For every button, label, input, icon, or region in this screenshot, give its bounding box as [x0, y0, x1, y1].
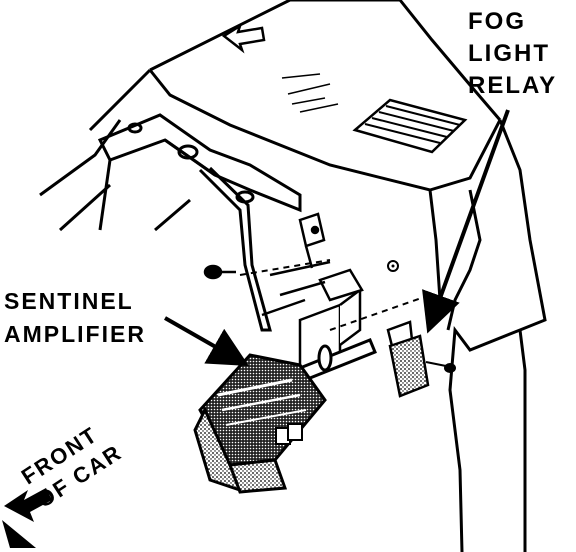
sentinel-amplifier-unit	[193, 353, 327, 494]
leader-arrows	[164, 109, 510, 366]
screw-marker	[387, 260, 399, 272]
fog-label-line-3: RELAY	[468, 72, 558, 99]
sentinel-label-line-1: SENTINEL	[4, 288, 134, 314]
sentinel-label-line-2: AMPLIFIER	[4, 321, 146, 347]
top-vent-grille	[281, 73, 468, 154]
front-arrow-icon	[2, 488, 52, 548]
fog-light-relay	[386, 294, 456, 398]
fog-label-line-1: FOG	[468, 8, 526, 35]
vehicle-body-outline	[39, 0, 547, 552]
mounting-bolt	[203, 264, 236, 280]
mounting-bracket	[97, 113, 302, 332]
sentinel-amplifier-label: SENTINEL AMPLIFIER	[4, 290, 146, 356]
relay-clip-bracket	[298, 212, 326, 269]
direction-arrow-icon	[221, 23, 266, 54]
alignment-lines	[239, 259, 431, 331]
fog-light-relay-label: FOG LIGHT RELAY	[468, 10, 557, 106]
fog-label-line-2: LIGHT	[468, 40, 550, 67]
amplifier-mounting-plate	[261, 260, 364, 377]
